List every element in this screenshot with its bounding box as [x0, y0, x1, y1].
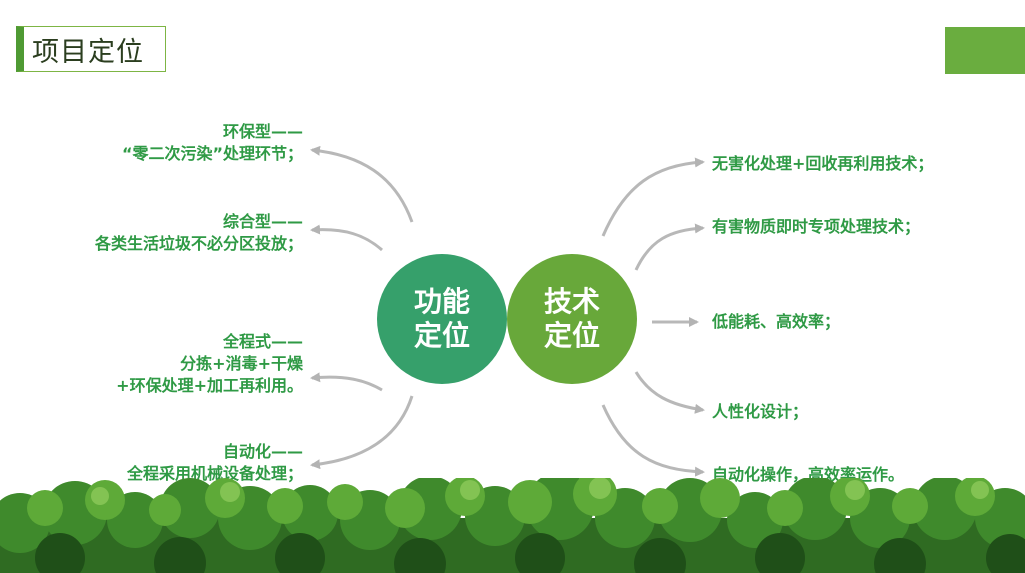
- tech-positioning-line2: 定位: [543, 319, 600, 352]
- right-item-hazardous: 有害物质即时专项处理技术；: [712, 217, 921, 236]
- right-item-humanized: 人性化设计；: [712, 402, 809, 421]
- forest-illustration: [0, 478, 1025, 573]
- function-positioning-line2: 定位: [413, 319, 470, 352]
- right-item-harmless: 无害化处理+回收再利用技术；: [712, 154, 934, 173]
- left-item-eco-title: 环保型——: [222, 122, 303, 141]
- function-positioning-circle: 功能 定位: [377, 254, 507, 384]
- left-item-fullprocess: 全程式—— 分拣+消毒+干燥 +环保处理+加工再利用。: [116, 331, 303, 397]
- arrow-right-1: [601, 157, 705, 237]
- function-positioning-line1: 功能: [413, 285, 470, 318]
- arrow-left-1: [310, 145, 414, 223]
- arrow-right-4: [634, 371, 705, 414]
- left-item-integrated: 综合型—— 各类生活垃圾不必分区投放；: [95, 211, 303, 255]
- left-item-fullprocess-desc2: +环保处理+加工再利用。: [116, 376, 303, 395]
- left-item-automated-title: 自动化——: [222, 442, 303, 461]
- corner-decoration: [945, 27, 1025, 74]
- arrow-left-2: [310, 224, 383, 252]
- left-item-eco: 环保型—— “零二次污染”处理环节；: [122, 121, 303, 165]
- right-item-efficiency: 低能耗、高效率；: [712, 312, 841, 331]
- left-item-integrated-title: 综合型——: [222, 212, 303, 231]
- left-item-eco-desc: “零二次污染”处理环节；: [121, 144, 303, 163]
- page-title: 项目定位: [32, 36, 144, 68]
- left-item-integrated-desc: 各类生活垃圾不必分区投放；: [94, 234, 303, 253]
- left-item-fullprocess-title: 全程式——: [222, 332, 303, 351]
- tech-positioning-circle: 技术 定位: [507, 254, 637, 384]
- arrow-right-2: [634, 223, 705, 271]
- title-box: 项目定位: [16, 26, 166, 72]
- arrow-right-5: [601, 404, 705, 477]
- left-item-automated-desc: 全程采用机械设备处理；: [126, 464, 303, 483]
- arrow-left-3: [310, 372, 383, 392]
- left-item-automated: 自动化—— 全程采用机械设备处理；: [127, 441, 303, 485]
- left-item-fullprocess-desc1: 分拣+消毒+干燥: [180, 354, 303, 373]
- arrow-left-4: [310, 395, 414, 470]
- tech-positioning-line1: 技术: [543, 285, 600, 318]
